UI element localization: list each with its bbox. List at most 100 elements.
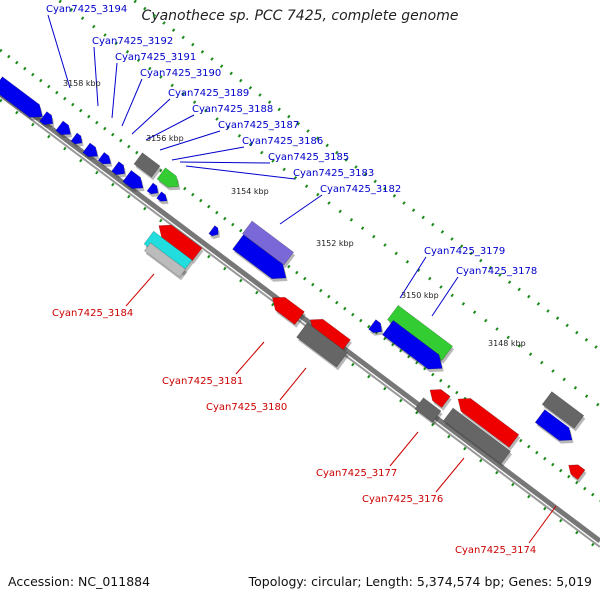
tick-mark	[183, 186, 187, 191]
gene-feature[interactable]	[156, 191, 168, 202]
tick-mark	[237, 133, 242, 138]
gene-feature[interactable]	[386, 304, 454, 362]
tick-mark	[583, 486, 587, 491]
tick-mark	[255, 290, 259, 295]
tick-mark	[383, 243, 387, 247]
tick-mark	[335, 150, 339, 155]
gene-label-forward[interactable]: Cyan7425_3178	[456, 266, 537, 277]
tick-mark	[421, 215, 425, 220]
gene-feature[interactable]	[208, 225, 219, 237]
tick-mark	[519, 438, 523, 443]
tick-mark	[367, 324, 371, 329]
gene-feature[interactable]	[457, 398, 520, 448]
tick-mark	[360, 226, 365, 231]
tick-mark	[215, 210, 219, 215]
gene-features	[0, 76, 587, 483]
leader-line	[399, 256, 427, 299]
tick-mark	[47, 134, 51, 139]
gene-feature[interactable]	[70, 132, 83, 145]
tick-mark	[103, 33, 107, 37]
tick-mark	[325, 143, 329, 148]
tick-mark	[103, 126, 107, 131]
leader-line	[389, 431, 419, 467]
gene-feature[interactable]	[541, 391, 585, 429]
gene-feature[interactable]	[429, 389, 451, 409]
tick-mark	[171, 28, 176, 32]
gene-feature[interactable]	[55, 120, 71, 136]
tick-mark	[111, 132, 115, 137]
gene-label-forward[interactable]: Cyan7425_3194	[46, 4, 127, 15]
tick-mark	[47, 84, 51, 89]
tick-label: 3152 kbp	[316, 239, 354, 248]
tick-mark	[87, 114, 91, 119]
gene-label-forward[interactable]: Cyan7425_3190	[140, 68, 221, 79]
tick-mark	[495, 327, 499, 331]
gene-label-forward[interactable]: Cyan7425_3192	[92, 36, 173, 47]
gene-feature[interactable]	[146, 182, 159, 195]
gene-label-forward[interactable]: Cyan7425_3191	[115, 52, 196, 63]
gene-feature[interactable]	[111, 161, 126, 176]
leader-line	[279, 194, 323, 225]
gene-label-reverse[interactable]: Cyan7425_3180	[206, 402, 287, 413]
tick-mark	[391, 342, 395, 347]
gene-label-reverse[interactable]: Cyan7425_3174	[455, 545, 536, 556]
gene-feature[interactable]	[296, 322, 348, 368]
leader-line	[159, 130, 221, 151]
gene-feature[interactable]	[122, 169, 144, 189]
tick-mark	[551, 462, 555, 467]
gene-label-forward[interactable]: Cyan7425_3183	[293, 168, 374, 179]
tick-mark	[559, 468, 563, 473]
tick-mark	[565, 323, 569, 328]
leader-line	[235, 341, 265, 375]
tick-mark	[415, 360, 419, 365]
gene-feature[interactable]	[232, 234, 287, 280]
tick-mark	[231, 222, 235, 227]
gene-feature[interactable]	[143, 242, 187, 278]
tick-mark	[440, 229, 445, 234]
tick-mark	[428, 276, 432, 281]
gene-label-forward[interactable]: Cyan7425_3187	[218, 120, 299, 131]
gene-feature[interactable]	[368, 319, 383, 334]
tick-mark	[63, 146, 67, 151]
tick-mark	[536, 301, 541, 306]
tick-mark	[479, 258, 483, 263]
gene-label-forward[interactable]: Cyan7425_3185	[268, 152, 349, 163]
gene-feature[interactable]	[82, 142, 98, 158]
gene-label-forward[interactable]: Cyan7425_3188	[192, 104, 273, 115]
tick-mark	[79, 108, 83, 113]
tick-mark	[267, 100, 272, 105]
gene-feature[interactable]	[97, 151, 112, 165]
tick-mark	[439, 285, 443, 289]
tick-mark	[258, 93, 262, 97]
gene-label-reverse[interactable]: Cyan7425_3184	[52, 308, 133, 319]
gene-feature[interactable]	[39, 111, 54, 126]
tick-mark	[562, 377, 566, 382]
gene-feature[interactable]	[0, 76, 43, 118]
gene-feature[interactable]	[568, 464, 586, 481]
gene-feature[interactable]	[414, 397, 442, 423]
gene-label-forward[interactable]: Cyan7425_3182	[320, 184, 401, 195]
gene-feature[interactable]	[133, 152, 161, 178]
gene-feature[interactable]	[381, 319, 443, 370]
gene-feature[interactable]	[241, 220, 295, 266]
gene-feature[interactable]	[534, 409, 573, 441]
gene-label-forward[interactable]: Cyan7425_3189	[168, 88, 249, 99]
gene-feature[interactable]	[156, 167, 180, 188]
tick-mark	[207, 254, 211, 259]
gene-label-reverse[interactable]: Cyan7425_3176	[362, 494, 443, 505]
tick-mark	[7, 54, 11, 59]
tick-mark	[367, 374, 371, 379]
tick-mark	[127, 194, 131, 199]
gene-label-forward[interactable]: Cyan7425_3179	[424, 246, 505, 257]
gene-label-reverse[interactable]: Cyan7425_3181	[162, 376, 243, 387]
gene-feature[interactable]	[272, 296, 305, 326]
tick-mark	[287, 114, 291, 119]
gene-label-reverse[interactable]: Cyan7425_3177	[316, 468, 397, 479]
tick-mark	[277, 107, 281, 112]
tick-mark	[69, 8, 74, 12]
tick-mark	[282, 167, 286, 172]
tick-mark	[584, 337, 589, 342]
gene-label-forward[interactable]: Cyan7425_3186	[242, 136, 323, 147]
gene-feature[interactable]	[442, 407, 512, 465]
tick-mark	[271, 302, 275, 307]
